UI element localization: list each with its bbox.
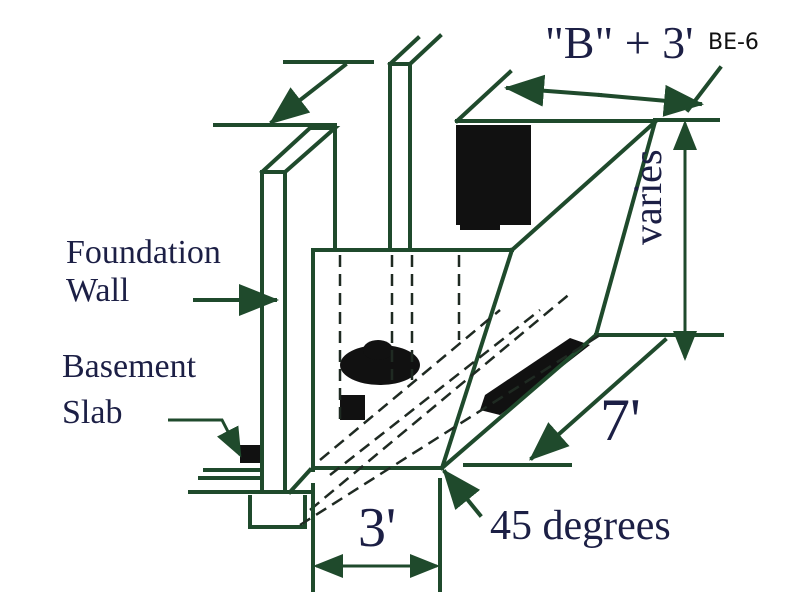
foundation-wall [213,33,443,492]
diagram-code: BE-6 [708,30,759,55]
angle-label: 45 degrees [490,503,671,549]
foundation-wall-label-line2: Wall [66,272,130,309]
soil-texture [240,125,590,463]
footing-and-slab [168,418,314,529]
top-dimension-label: "B" + 3' [545,17,694,68]
dimension-lines [193,65,723,592]
hidden-lines [299,255,601,527]
length-dimension-label: 7' [600,387,641,453]
foundation-wall-label-line1: Foundation [66,234,221,271]
width-dimension-label: 3' [358,497,397,559]
window-well [311,69,724,472]
height-dimension-label: varies [625,149,670,245]
basement-slab-label-line2: Slab [62,394,123,431]
basement-slab-label-line1: Basement [62,348,197,385]
